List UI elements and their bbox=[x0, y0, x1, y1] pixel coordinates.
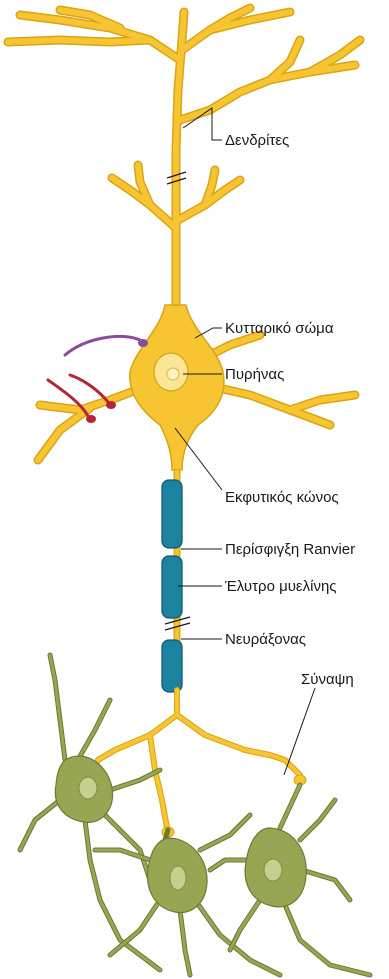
myelin-segment bbox=[162, 480, 182, 548]
upper-dendrites bbox=[8, 8, 360, 310]
target-cell-left bbox=[20, 655, 160, 970]
label-synapse: Σύναψη bbox=[301, 671, 354, 688]
label-axon: Νευράξονας bbox=[225, 631, 306, 648]
input-axon-purple bbox=[65, 336, 148, 355]
label-node-of-ranvier: Περίσφιγξη Ranvier bbox=[225, 541, 355, 558]
axon-terminals bbox=[86, 690, 306, 837]
label-cell-body: Κυτταρικό σώμα bbox=[225, 320, 334, 337]
label-dendrites: Δενδρίτες bbox=[225, 132, 289, 149]
target-cell-right bbox=[210, 785, 370, 975]
label-myelin-sheath: Έλυτρο μυελίνης bbox=[224, 578, 337, 595]
label-axon-hillock: Εκφυτικός κώνος bbox=[225, 489, 339, 506]
myelin-segment bbox=[162, 556, 182, 618]
label-nucleus: Πυρήνας bbox=[225, 366, 284, 383]
myelin-segment bbox=[162, 640, 182, 692]
